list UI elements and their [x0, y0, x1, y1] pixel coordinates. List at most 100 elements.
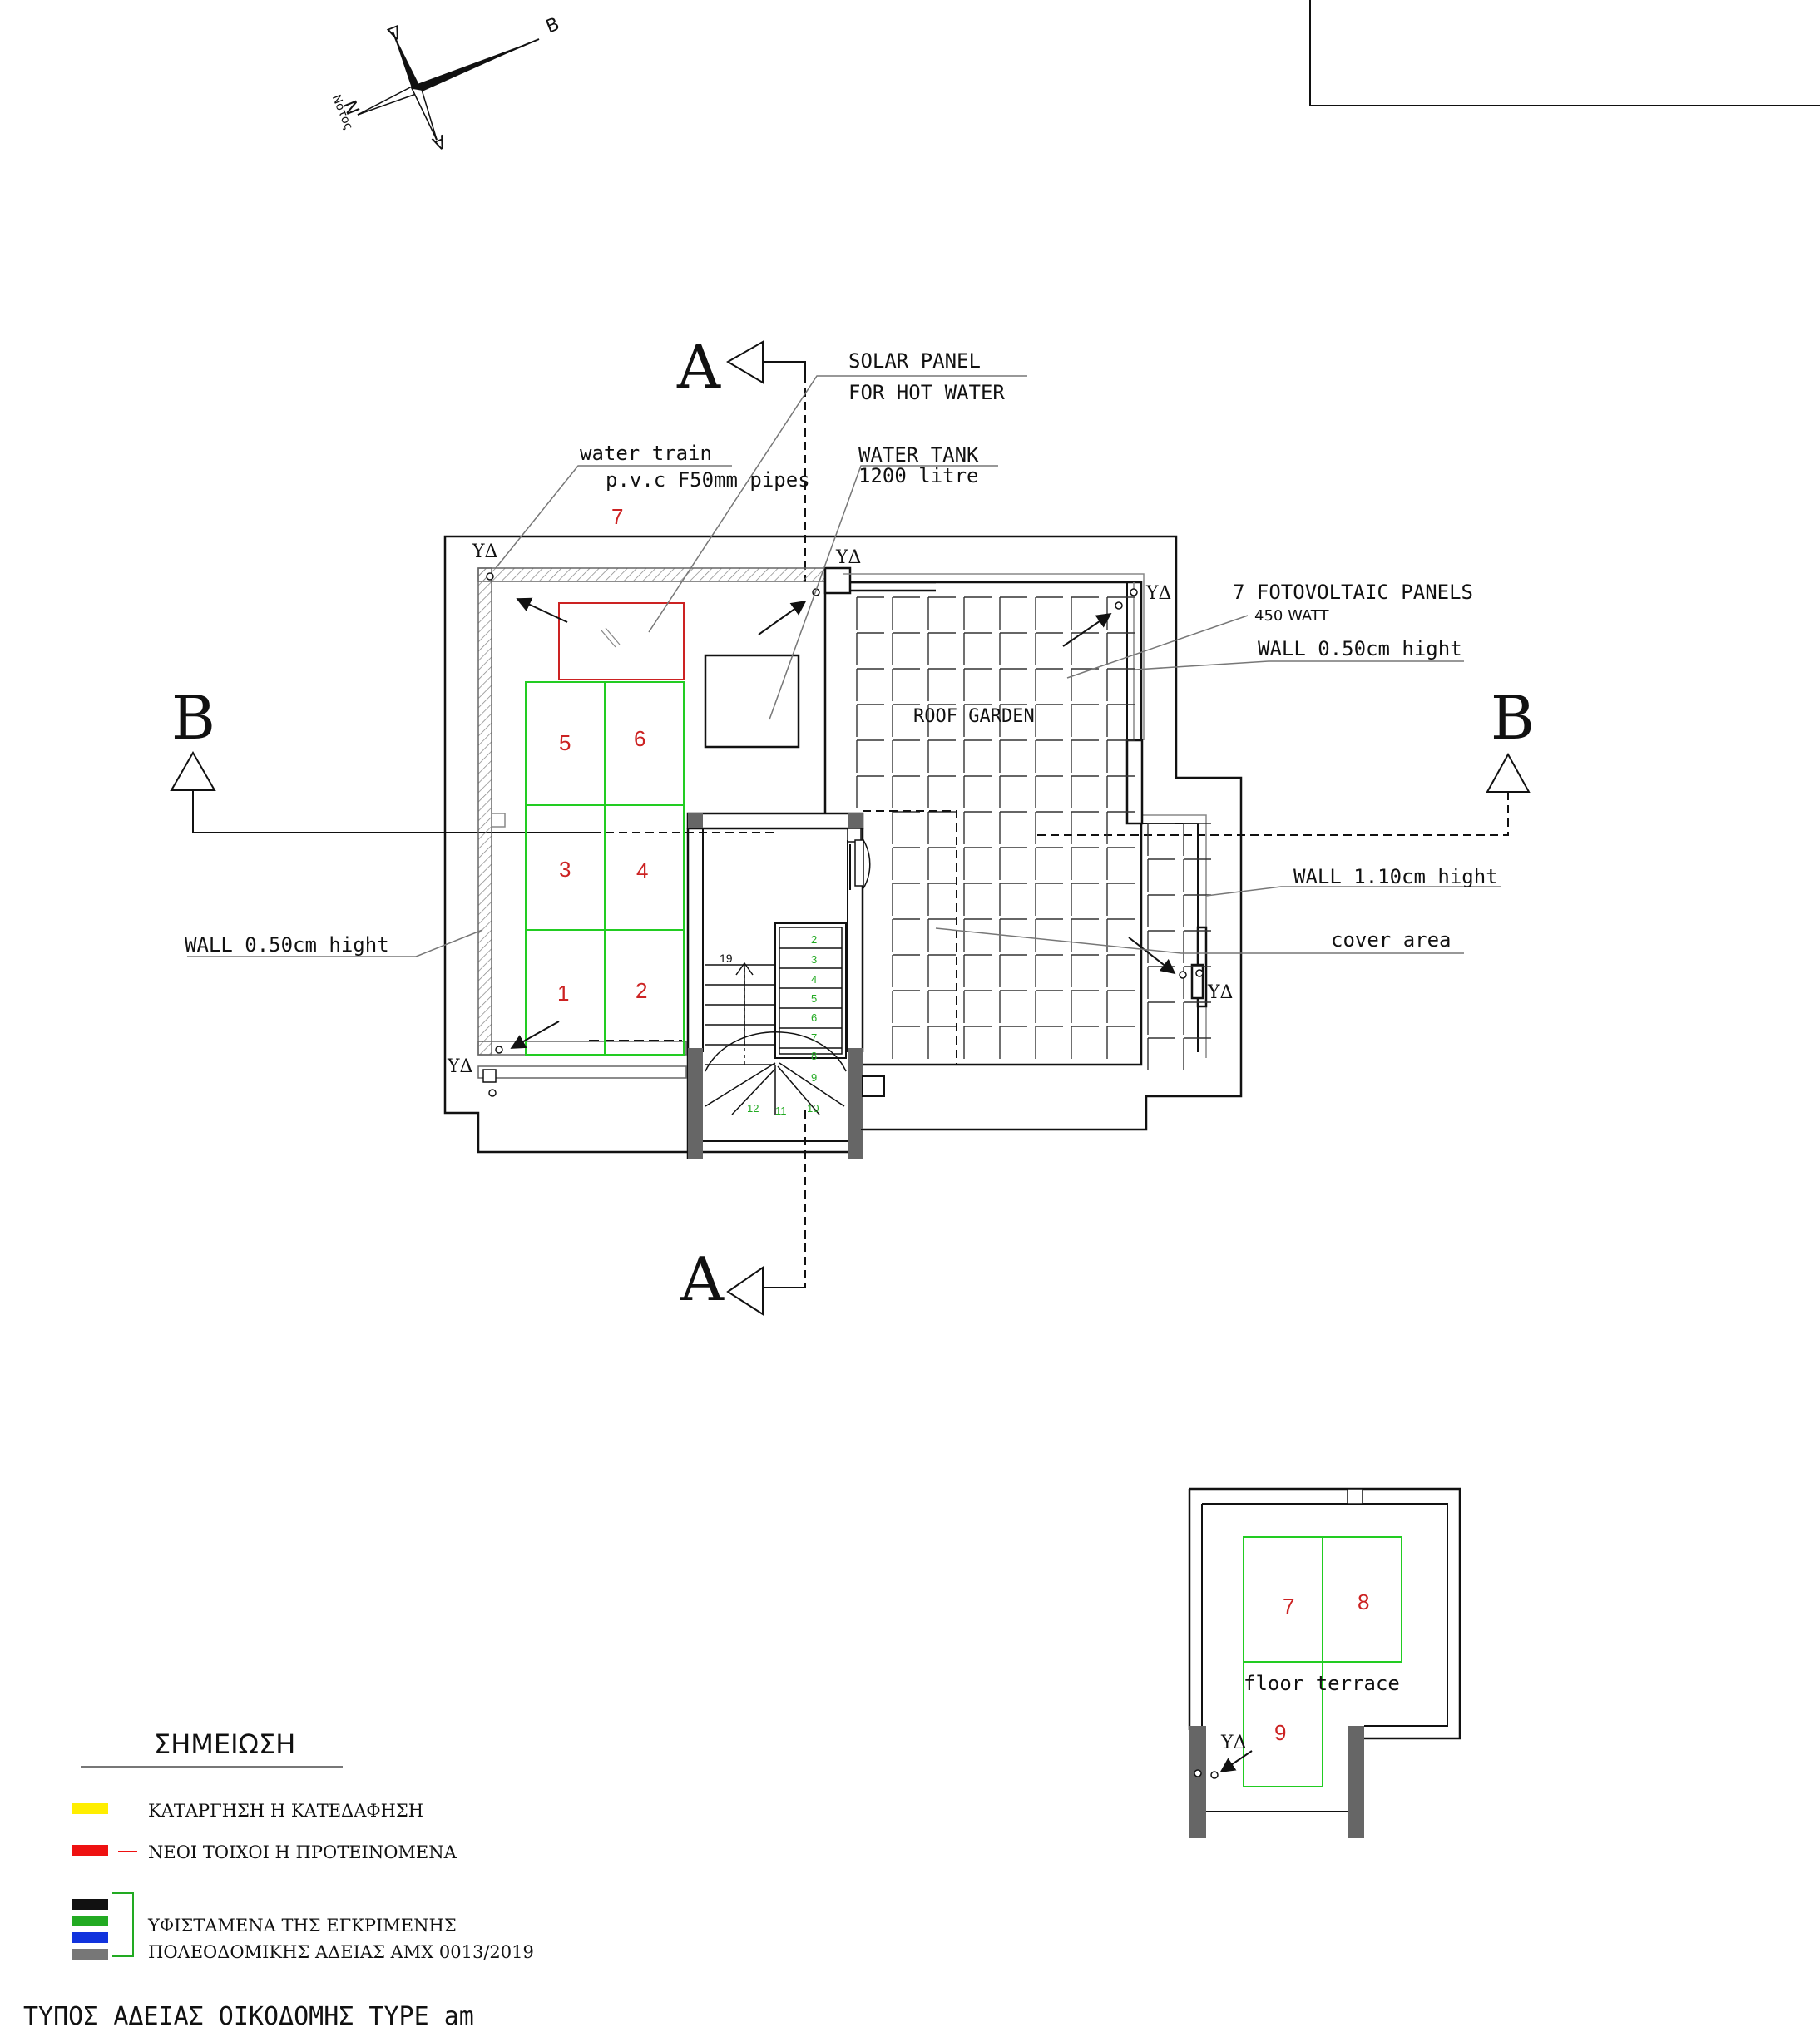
garden-tile: [999, 1026, 1027, 1059]
label-water-tank-2: 1200 litre: [858, 464, 979, 487]
compass-d: Δ: [384, 20, 403, 44]
garden-tile: [1071, 918, 1099, 952]
panel-number-6: 6: [634, 726, 645, 751]
garden-tile: [1183, 1037, 1211, 1070]
garden-tile: [892, 918, 920, 952]
svg-text:11: 11: [775, 1105, 787, 1117]
garden-tile: [963, 739, 992, 773]
legend: ΣΗΜΕΙΩΣΗ ΚΑΤΑΡΓΗΣΗ Η ΚΑΤΕΔΑΦΗΣΗ ΝΕΟΙ ΤΟΙ…: [72, 1728, 534, 1962]
garden-tile: [1071, 883, 1099, 916]
garden-tile: [999, 847, 1027, 880]
svg-text:5: 5: [811, 992, 817, 1005]
garden-tile: [1035, 775, 1063, 808]
svg-text:6: 6: [811, 1011, 817, 1024]
garden-tile: [963, 811, 992, 844]
garden-tile: [892, 704, 920, 737]
top-count-7: 7: [611, 504, 623, 529]
garden-tile: [1106, 704, 1135, 737]
garden-tile: [963, 668, 992, 701]
garden-tile: [927, 704, 956, 737]
garden-tile: [1035, 990, 1063, 1023]
legend-item-new-walls: ΝΕΟΙ ΤΟΙΧΟΙ Η ΠΡΟΤΕΙΝΟΜΕΝΑ: [148, 1842, 457, 1862]
compass-a: A: [429, 130, 448, 154]
garden-tile: [1035, 954, 1063, 987]
stair-top-number: 19: [720, 952, 733, 965]
svg-text:2: 2: [811, 933, 817, 946]
svg-text:ΥΔ: ΥΔ: [472, 541, 497, 562]
garden-tile: [963, 596, 992, 630]
legend-existing-2: ΠΟΛΕΟΔΟΜΙΚΗΣ ΑΔΕΙΑΣ ΑΜΧ 0013/2019: [148, 1942, 534, 1962]
garden-tile: [1183, 930, 1211, 963]
section-b-line: B B: [170, 683, 1535, 836]
svg-text:ΥΔ: ΥΔ: [1145, 583, 1171, 604]
garden-tile: [1106, 596, 1135, 630]
garden-tile: [1106, 811, 1135, 844]
garden-tile: [856, 704, 884, 737]
garden-tile: [1183, 858, 1211, 892]
legend-title: ΣΗΜΕΙΩΣΗ: [154, 1728, 295, 1760]
garden-tile: [1071, 847, 1099, 880]
garden-tile: [999, 990, 1027, 1023]
garden-tile: [1035, 739, 1063, 773]
label-fotovoltaic: 7 FOTOVOLTAIC PANELS: [1233, 581, 1473, 604]
garden-tile: [963, 990, 992, 1023]
legend-existing-1: ΥΦΙΣΤΑΜΕΝΑ ΤΗΣ ΕΓΚΡΙΜΕΝΗΣ: [147, 1916, 457, 1936]
label-roof-garden: ROOF GARDEN: [913, 706, 1035, 727]
svg-text:4: 4: [811, 973, 817, 986]
garden-tile: [1035, 632, 1063, 665]
garden-tile: [856, 739, 884, 773]
garden-tile: [1106, 1026, 1135, 1059]
garden-tile: [963, 775, 992, 808]
compass-rose: B Δ N A Νοτος: [329, 14, 563, 154]
parapet-bottom: [477, 1041, 687, 1056]
permit-type-footer: ΤΥΠΟΣ ΑΔΕΙΑΣ ΟΙΚΟΔΟΜΗΣ TYPE am: [23, 2002, 474, 2031]
section-a-top-label: A: [676, 332, 721, 402]
garden-tile: [927, 918, 956, 952]
garden-tile: [1035, 883, 1063, 916]
garden-tile: [963, 704, 992, 737]
garden-tile: [1035, 1026, 1063, 1059]
label-watt: 450 WATT: [1254, 607, 1329, 625]
legend-swatch-red: [72, 1845, 108, 1856]
garden-tile: [999, 775, 1027, 808]
svg-text:10: 10: [807, 1102, 819, 1115]
garden-tile: [856, 632, 884, 665]
garden-tile: [1147, 1001, 1175, 1035]
garden-tile: [892, 775, 920, 808]
cover-area-outline: [863, 810, 957, 1065]
garden-tile: [892, 954, 920, 987]
garden-tile: [927, 1026, 956, 1059]
label-wall-050-right: WALL 0.50cm hight: [1258, 637, 1462, 660]
garden-tile: [1106, 990, 1135, 1023]
label-water-tank: WATER TANK: [858, 443, 979, 467]
garden-tile: [963, 918, 992, 952]
panel-number-8: 8: [1358, 1590, 1369, 1614]
garden-tile: [1106, 954, 1135, 987]
garden-tile: [892, 739, 920, 773]
label-solar-panel-2: FOR HOT WATER: [848, 381, 1005, 404]
garden-tile: [892, 847, 920, 880]
garden-tile: [1071, 704, 1099, 737]
garden-tile: [856, 596, 884, 630]
garden-tile: [1071, 775, 1099, 808]
garden-tile: [892, 668, 920, 701]
garden-tile: [999, 596, 1027, 630]
garden-tile: [1071, 668, 1099, 701]
garden-tile: [927, 775, 956, 808]
garden-tile: [963, 1026, 992, 1059]
garden-tile: [1106, 775, 1135, 808]
svg-text:ΥΔ: ΥΔ: [447, 1056, 472, 1077]
garden-tile: [927, 847, 956, 880]
garden-tile: [892, 596, 920, 630]
garden-tile: [1106, 847, 1135, 880]
drain-points: [482, 572, 1204, 1097]
garden-tile: [927, 632, 956, 665]
garden-tile: [1147, 858, 1175, 892]
svg-text:8: 8: [811, 1050, 817, 1062]
garden-tile: [963, 954, 992, 987]
garden-tile: [927, 883, 956, 916]
svg-text:3: 3: [811, 953, 817, 966]
garden-tile: [1035, 811, 1063, 844]
section-b-right-label: B: [1491, 683, 1535, 753]
garden-tile: [927, 739, 956, 773]
